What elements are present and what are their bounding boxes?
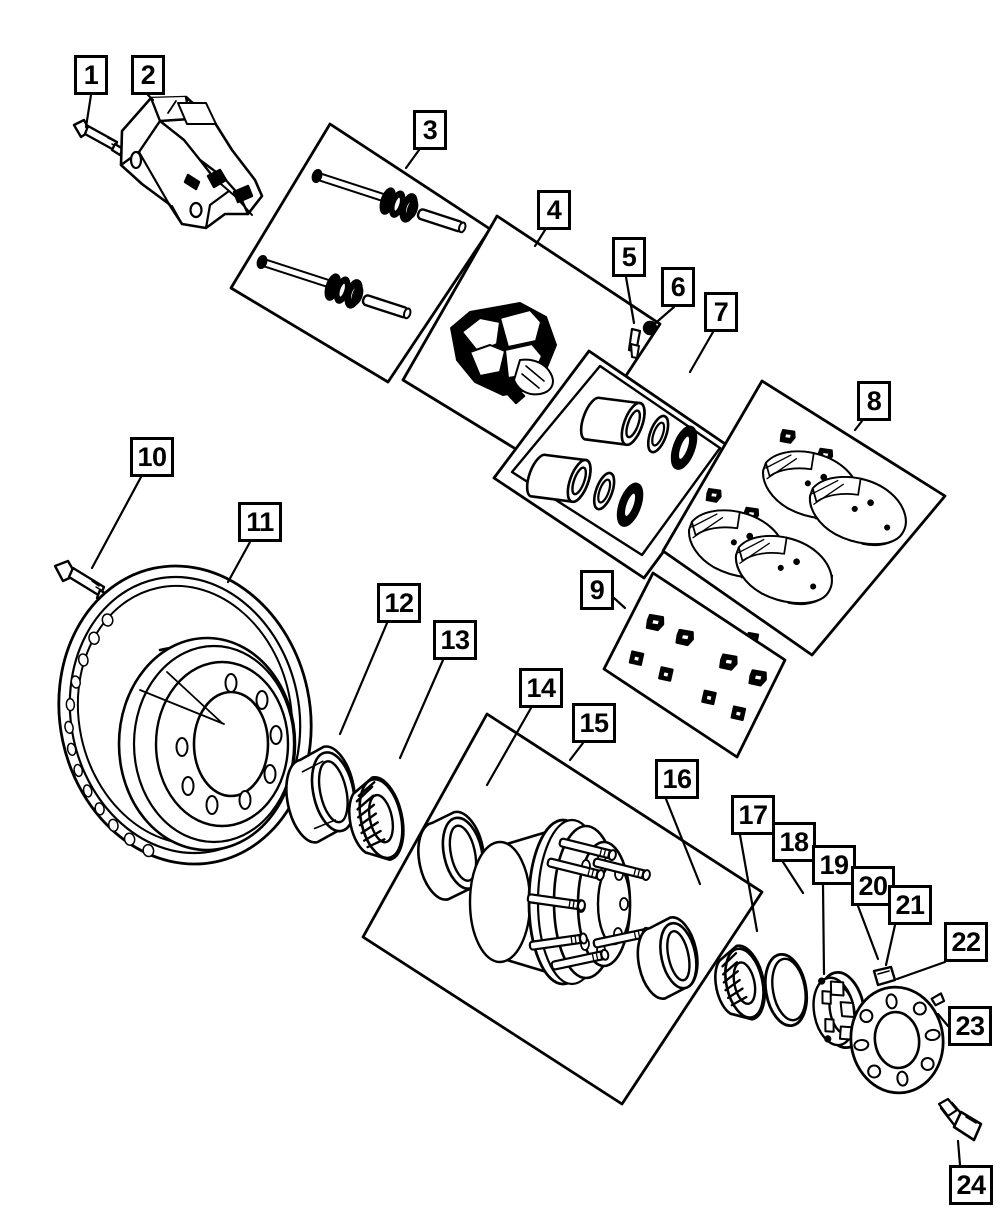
- leader-line-4: [533, 228, 547, 248]
- axle-shaft-flange-gasket-art: [849, 985, 946, 1095]
- callout-5-caliper-bleeder-screw[interactable]: 5: [612, 237, 646, 277]
- leader-line-12: [338, 621, 389, 736]
- leader-line-21: [884, 923, 897, 967]
- brake-rotor-art: [57, 564, 313, 866]
- callout-8-disc-brake-pad-set[interactable]: 8: [857, 381, 891, 421]
- callout-label: 24: [956, 1169, 986, 1200]
- leader-line-15: [568, 741, 585, 762]
- leader-line-9: [612, 596, 627, 610]
- hub-spacer-washer-art: [763, 952, 809, 1028]
- callout-label: 6: [670, 271, 686, 302]
- callout-6-bleeder-screw-cap[interactable]: 6: [661, 267, 695, 307]
- callout-23-axle-shaft-flange-gasket[interactable]: 23: [948, 1006, 992, 1046]
- callout-7-caliper-piston-and-seal-kit[interactable]: 7: [704, 292, 738, 332]
- callout-9-brake-pad-hardware-clip-kit[interactable]: 9: [580, 570, 614, 610]
- callout-10-rotor-retaining-screw[interactable]: 10: [130, 437, 174, 477]
- leader-line-13: [398, 658, 445, 760]
- leader-line-23: [936, 1012, 950, 1028]
- callout-label: 16: [662, 763, 692, 794]
- callout-label: 8: [866, 385, 882, 416]
- callout-22-spindle-key[interactable]: 22: [944, 922, 988, 962]
- leader-line-24: [956, 1139, 962, 1167]
- callout-label: 13: [440, 624, 470, 655]
- leader-line-2: [146, 93, 155, 102]
- leader-line-17: [738, 833, 759, 933]
- hub-assembly-box-art: [361, 712, 764, 1106]
- inner-wheel-bearing-cone-art: [714, 944, 767, 1021]
- callout-label: 5: [621, 241, 637, 272]
- leader-line-7: [688, 330, 715, 374]
- callout-21-nut-lock-retainer[interactable]: 21: [888, 885, 932, 925]
- hardware-clip-kit-box-art: [602, 571, 787, 759]
- callout-label: 21: [895, 889, 925, 920]
- callout-label: 4: [546, 194, 562, 225]
- disc-brake-caliper-art: [450, 302, 557, 405]
- piston-seal-kit-box-art: [492, 349, 739, 580]
- callout-label: 14: [526, 672, 556, 703]
- callout-15-wheel-hub[interactable]: 15: [572, 703, 616, 743]
- leader-line-8: [853, 419, 864, 432]
- leader-line-18: [781, 860, 805, 895]
- callout-17-inner-bearing-cup-race[interactable]: 17: [731, 795, 775, 835]
- leader-line-6: [649, 305, 676, 329]
- leader-line-1: [84, 93, 93, 129]
- callout-label: 22: [951, 926, 981, 957]
- callout-label: 3: [422, 114, 438, 145]
- caliper-mounting-bolt-art: [72, 118, 125, 157]
- leader-line-19: [821, 883, 826, 976]
- leader-line-16: [664, 797, 702, 886]
- callout-3-caliper-slide-pin-kit[interactable]: 3: [413, 110, 447, 150]
- callout-label: 18: [779, 826, 809, 857]
- brake-pad-set-box-art: [661, 379, 947, 657]
- callout-label: 2: [140, 59, 156, 90]
- callout-13-outer-wheel-bearing-cone[interactable]: 13: [433, 620, 477, 660]
- callout-24-axle-flange-bolt[interactable]: 24: [949, 1165, 993, 1205]
- callout-label: 17: [738, 799, 768, 830]
- callout-label: 20: [858, 870, 888, 901]
- slide-pin-kit-box-art: [229, 122, 492, 384]
- leader-line-22: [895, 960, 947, 981]
- callout-label: 7: [713, 296, 729, 327]
- callout-label: 11: [246, 506, 274, 537]
- callout-label: 15: [579, 707, 609, 738]
- bleeder-screw-art: [627, 327, 642, 359]
- caliper-adapter-bracket-art: [119, 95, 264, 230]
- axle-flange-bolt-art: [937, 1097, 983, 1142]
- callout-1-caliper-mounting-bolt[interactable]: 1: [74, 55, 108, 95]
- callout-label: 23: [955, 1010, 985, 1041]
- wheel-hub-art: [468, 818, 653, 986]
- leader-line-20: [856, 904, 880, 961]
- outer-wheel-bearing-cone-art: [347, 776, 405, 862]
- callout-label: 12: [384, 587, 414, 618]
- leader-line-3: [404, 148, 421, 170]
- callout-label: 10: [137, 441, 167, 472]
- callout-label: 9: [589, 574, 605, 605]
- callout-19-hub-spacer-washer[interactable]: 19: [812, 845, 856, 885]
- leader-line-11: [226, 540, 252, 584]
- leader-line-14: [485, 706, 533, 787]
- leader-line-5: [624, 275, 636, 325]
- callout-12-outer-bearing-cup-race[interactable]: 12: [377, 583, 421, 623]
- callout-2-caliper-adapter-bracket[interactable]: 2: [131, 55, 165, 95]
- callout-20-spindle-adjusting-nut[interactable]: 20: [851, 866, 895, 906]
- outer-bearing-cup-art: [285, 745, 357, 844]
- callout-18-inner-wheel-bearing-cone[interactable]: 18: [772, 822, 816, 862]
- callout-label: 19: [819, 849, 849, 880]
- callout-11-brake-rotor[interactable]: 11: [238, 502, 282, 542]
- callout-14-hub-assembly[interactable]: 14: [519, 668, 563, 708]
- leader-line-10: [90, 475, 143, 570]
- nut-lock-retainer-art: [872, 965, 897, 987]
- callout-4-disc-brake-caliper[interactable]: 4: [537, 190, 571, 230]
- spindle-adjusting-nut-art: [812, 970, 867, 1050]
- callout-16-wheel-mounting-stud[interactable]: 16: [655, 759, 699, 799]
- callout-label: 1: [83, 59, 99, 90]
